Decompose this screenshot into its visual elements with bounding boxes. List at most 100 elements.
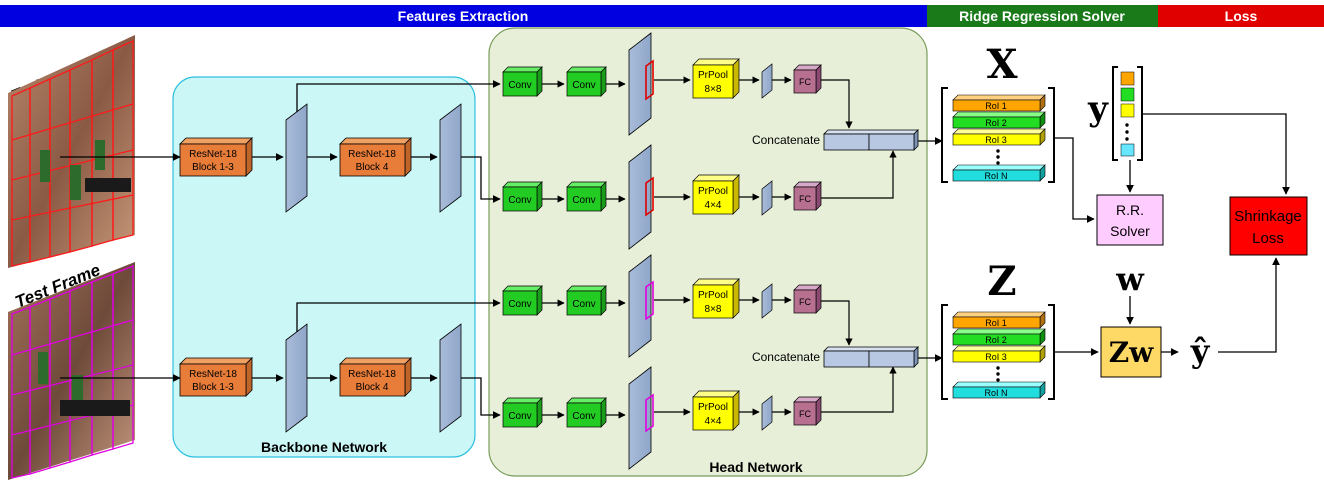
resnet-block4-top-line2: Block 4	[356, 162, 389, 173]
roi-label: RoI 2	[985, 335, 1007, 345]
test-frame: Test Frame	[8, 260, 135, 480]
backbone-network-region	[172, 76, 476, 458]
header-bar: Features Extraction Ridge Regression Sol…	[0, 5, 1324, 27]
head-row-3: Conv Conv PrPool 8×8 FC	[502, 254, 853, 358]
concatenate-label-top: Concatenate	[752, 133, 820, 147]
ridge-regression-band	[927, 5, 1158, 27]
matrix-x: X RoI 1 RoI 2 RoI 3 RoI N	[941, 41, 1055, 183]
resnet-block13-bottom-line2: Block 1-3	[192, 382, 234, 393]
backbone-top-stream: ResNet-18 Block 1-3 ResNet-18 Block 4	[179, 103, 462, 213]
w-symbol: w	[1115, 260, 1145, 298]
head-feature-map-r2	[628, 144, 654, 250]
fc-block-r2: FC	[793, 181, 822, 211]
prpool-label: PrPool	[698, 186, 728, 197]
rr-solver-line1: R.R.	[1116, 202, 1144, 218]
features-extraction-band	[0, 5, 927, 27]
conv-block-r2b: Conv	[566, 181, 607, 212]
fc-block-r4: FC	[793, 396, 822, 426]
shrinkage-loss-line2: Loss	[1252, 230, 1284, 247]
roi-row-x-2: RoI 2	[952, 111, 1046, 129]
fc-label: FC	[799, 77, 811, 87]
matrix-z: Z RoI 1 RoI 2 RoI 3 RoI N	[941, 258, 1055, 400]
roi-row-x-n: RoI N	[952, 164, 1046, 182]
resnet-block4-bottom-line1: ResNet-18	[348, 369, 396, 380]
arrow-y-to-loss	[1142, 113, 1290, 195]
conv-label: Conv	[508, 411, 531, 422]
test-ads	[60, 400, 130, 416]
training-players	[40, 140, 105, 200]
prpool-block-r4: PrPool 4×4	[692, 390, 740, 431]
prpool-label: PrPool	[698, 402, 728, 413]
loss-band	[1158, 5, 1324, 27]
conv-block-r2a: Conv	[502, 181, 543, 212]
head-network-label: Head Network	[709, 459, 803, 475]
prpool-size-label: 8×8	[705, 304, 722, 315]
conv-block-r4a: Conv	[502, 397, 543, 428]
feature-map-bottom-1	[285, 323, 308, 433]
branch-top-block13-to-head	[296, 80, 501, 112]
head-feature-map-r4	[628, 366, 654, 470]
matrix-x-symbol: X	[986, 41, 1017, 88]
rr-solver-box: R.R. Solver	[1096, 194, 1164, 246]
concatenate-bottom: Concatenate	[752, 346, 919, 368]
resnet-block13-bottom-line1: ResNet-18	[189, 369, 237, 380]
resnet-block4-bottom: ResNet-18 Block 4	[339, 357, 412, 397]
resnet-block4-bottom-line2: Block 4	[356, 382, 389, 393]
roi-label: RoI 3	[985, 135, 1007, 145]
conv-label: Conv	[508, 80, 531, 91]
zw-box: Zw	[1100, 326, 1162, 378]
conv-label: Conv	[508, 195, 531, 206]
roi-label: RoI 3	[985, 352, 1007, 362]
roi-row-x-3: RoI 3	[952, 128, 1046, 146]
resnet-block4-top: ResNet-18 Block 4	[339, 137, 412, 177]
roi-row-x-1: RoI 1	[952, 94, 1046, 112]
roi-label: RoI 2	[985, 118, 1007, 128]
head-row-1: Conv Conv PrPool 8×8 FC	[502, 32, 853, 136]
prpool-block-r3: PrPool 8×8	[692, 278, 740, 319]
conv-label: Conv	[572, 411, 595, 422]
conv-block-r1a: Conv	[502, 66, 543, 97]
roi-row-z-3: RoI 3	[952, 345, 1046, 363]
test-players	[38, 352, 83, 410]
y-symbol: y	[1087, 89, 1109, 129]
branch-top-block4-to-head	[461, 156, 501, 203]
pooled-feature-r3	[761, 283, 773, 319]
fc-label: FC	[799, 194, 811, 204]
resnet-block13-top-line2: Block 1-3	[192, 162, 234, 173]
prpool-label: PrPool	[698, 290, 728, 301]
conv-block-r1b: Conv	[566, 66, 607, 97]
roi-label: RoI N	[984, 171, 1007, 181]
resnet-block13-bottom: ResNet-18 Block 1-3	[179, 357, 253, 397]
conv-block-r3b: Conv	[566, 285, 607, 316]
prpool-block-r2: PrPool 4×4	[692, 174, 740, 215]
yhat-symbol: ŷ	[1190, 332, 1211, 370]
roi-ellipsis-x	[996, 149, 1000, 165]
pooled-feature-r2	[761, 180, 773, 216]
fc-label: FC	[799, 409, 811, 419]
fc-label: FC	[799, 297, 811, 307]
prpool-block-r1: PrPool 8×8	[692, 58, 740, 99]
training-ads	[85, 178, 131, 192]
ridge-regression-label: Ridge Regression Solver	[959, 8, 1125, 24]
fc-block-r1: FC	[793, 64, 822, 94]
roi-label: RoI 1	[985, 101, 1007, 111]
shrinkage-loss-box: Shrinkage Loss	[1229, 196, 1308, 256]
arrow-yhat-to-loss	[1218, 257, 1280, 353]
resnet-block4-top-line1: ResNet-18	[348, 149, 396, 160]
shrinkage-loss-line1: Shrinkage	[1234, 208, 1302, 225]
conv-block-r4b: Conv	[566, 397, 607, 428]
conv-label: Conv	[508, 299, 531, 310]
head-feature-map-r1	[628, 32, 654, 136]
head-network-region	[488, 27, 928, 477]
head-feature-map-r3	[628, 254, 654, 358]
head-row-2: Conv Conv PrPool 4×4 FC	[502, 144, 897, 250]
test-frame-image	[8, 262, 135, 480]
pooled-feature-r1	[761, 63, 773, 99]
prpool-size-label: 8×8	[705, 84, 722, 95]
roi-row-z-1: RoI 1	[952, 311, 1046, 329]
head-row-4: Conv Conv PrPool 4×4 FC	[502, 366, 897, 470]
feature-map-top-1	[285, 103, 308, 213]
roi-ellipsis-z	[996, 366, 1000, 382]
branch-bottom-block4-to-head	[461, 377, 501, 419]
roi-row-z-2: RoI 2	[952, 328, 1046, 346]
